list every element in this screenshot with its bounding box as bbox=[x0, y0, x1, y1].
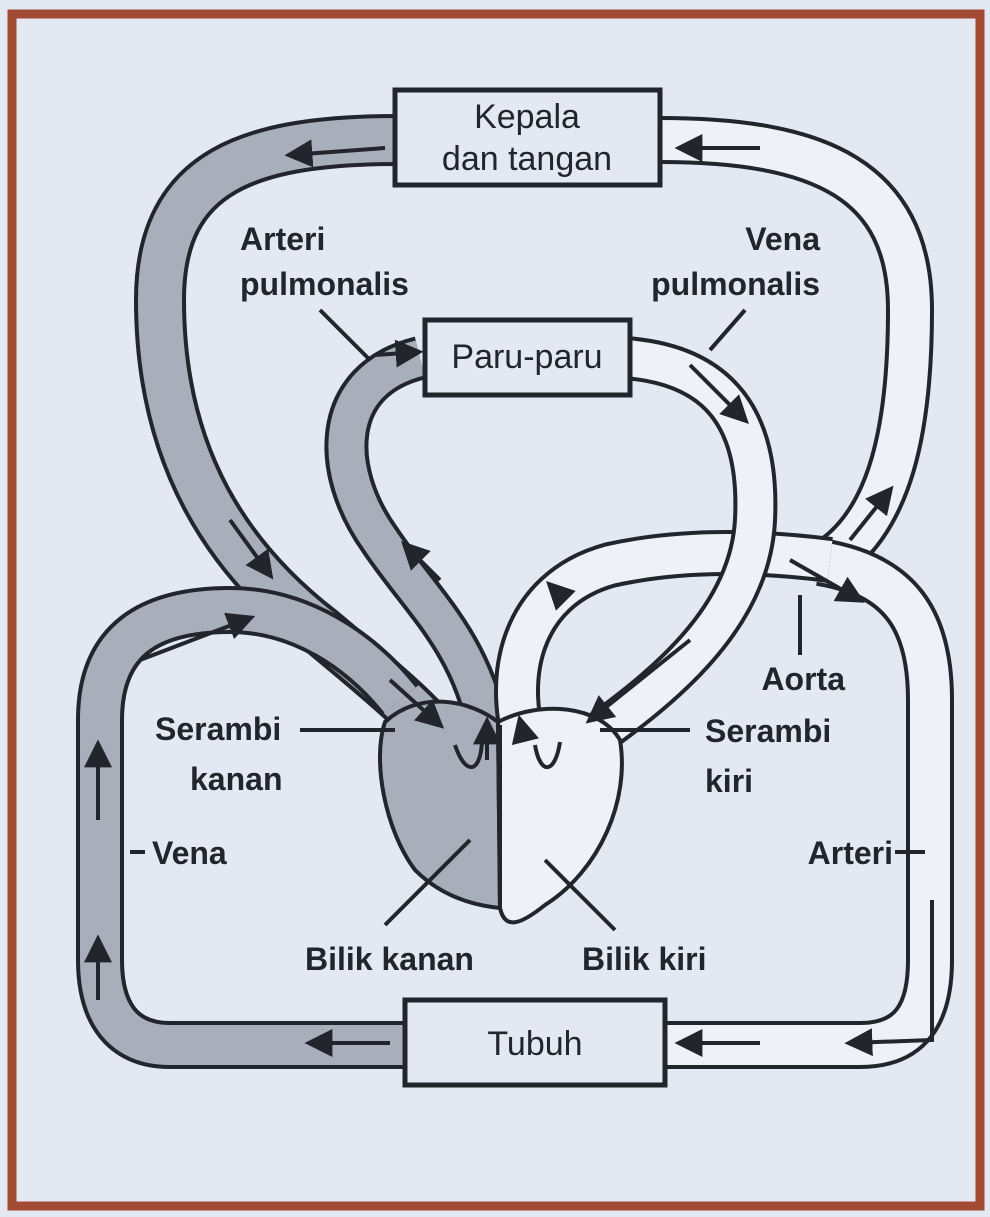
left-atrium-label-line1: Serambi bbox=[705, 713, 831, 749]
right-atrium-label-line2: kanan bbox=[190, 761, 282, 797]
pulmonary-vein-label-line2: pulmonalis bbox=[651, 266, 820, 302]
head-label-line1: Kepala bbox=[474, 98, 580, 136]
artery-label: Arteri bbox=[808, 835, 893, 871]
body-label: Tubuh bbox=[487, 1025, 582, 1063]
aorta-label: Aorta bbox=[761, 661, 845, 697]
pulmonary-artery-label-line1: Arteri bbox=[240, 221, 325, 257]
vein-label: Vena bbox=[152, 835, 227, 871]
pulmonary-vein-label-line1: Vena bbox=[745, 221, 820, 257]
left-ventricle-label: Bilik kiri bbox=[582, 941, 707, 977]
right-ventricle-label: Bilik kanan bbox=[305, 941, 474, 977]
head-label-line2: dan tangan bbox=[442, 140, 612, 178]
pulmonary-artery-label-line2: pulmonalis bbox=[240, 266, 409, 302]
left-atrium-label-line2: kiri bbox=[705, 763, 753, 799]
right-atrium-label-line1: Serambi bbox=[155, 711, 281, 747]
lungs-label: Paru-paru bbox=[451, 338, 602, 376]
